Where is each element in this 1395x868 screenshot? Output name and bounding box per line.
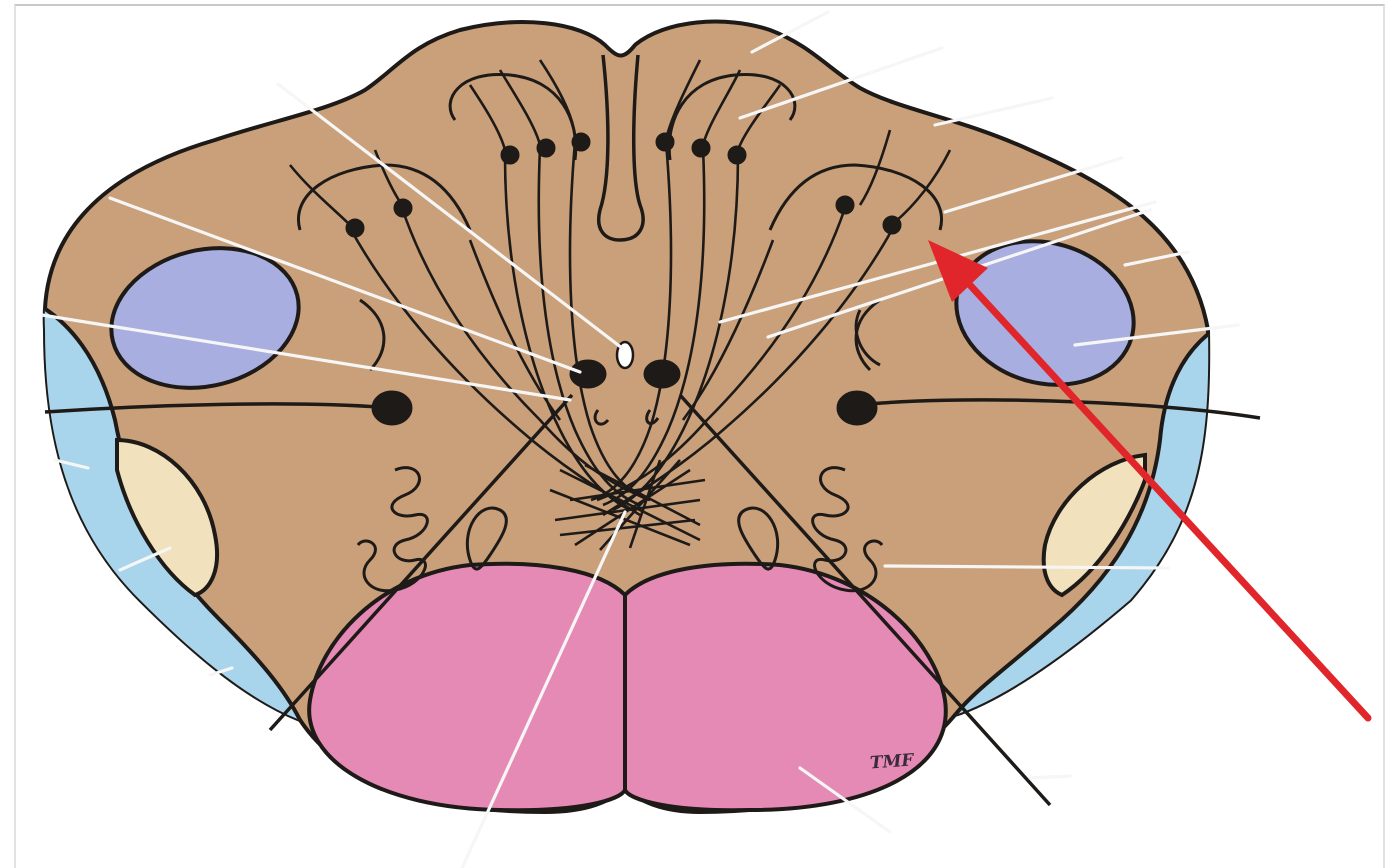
artist-signature: TMF: [869, 751, 914, 774]
